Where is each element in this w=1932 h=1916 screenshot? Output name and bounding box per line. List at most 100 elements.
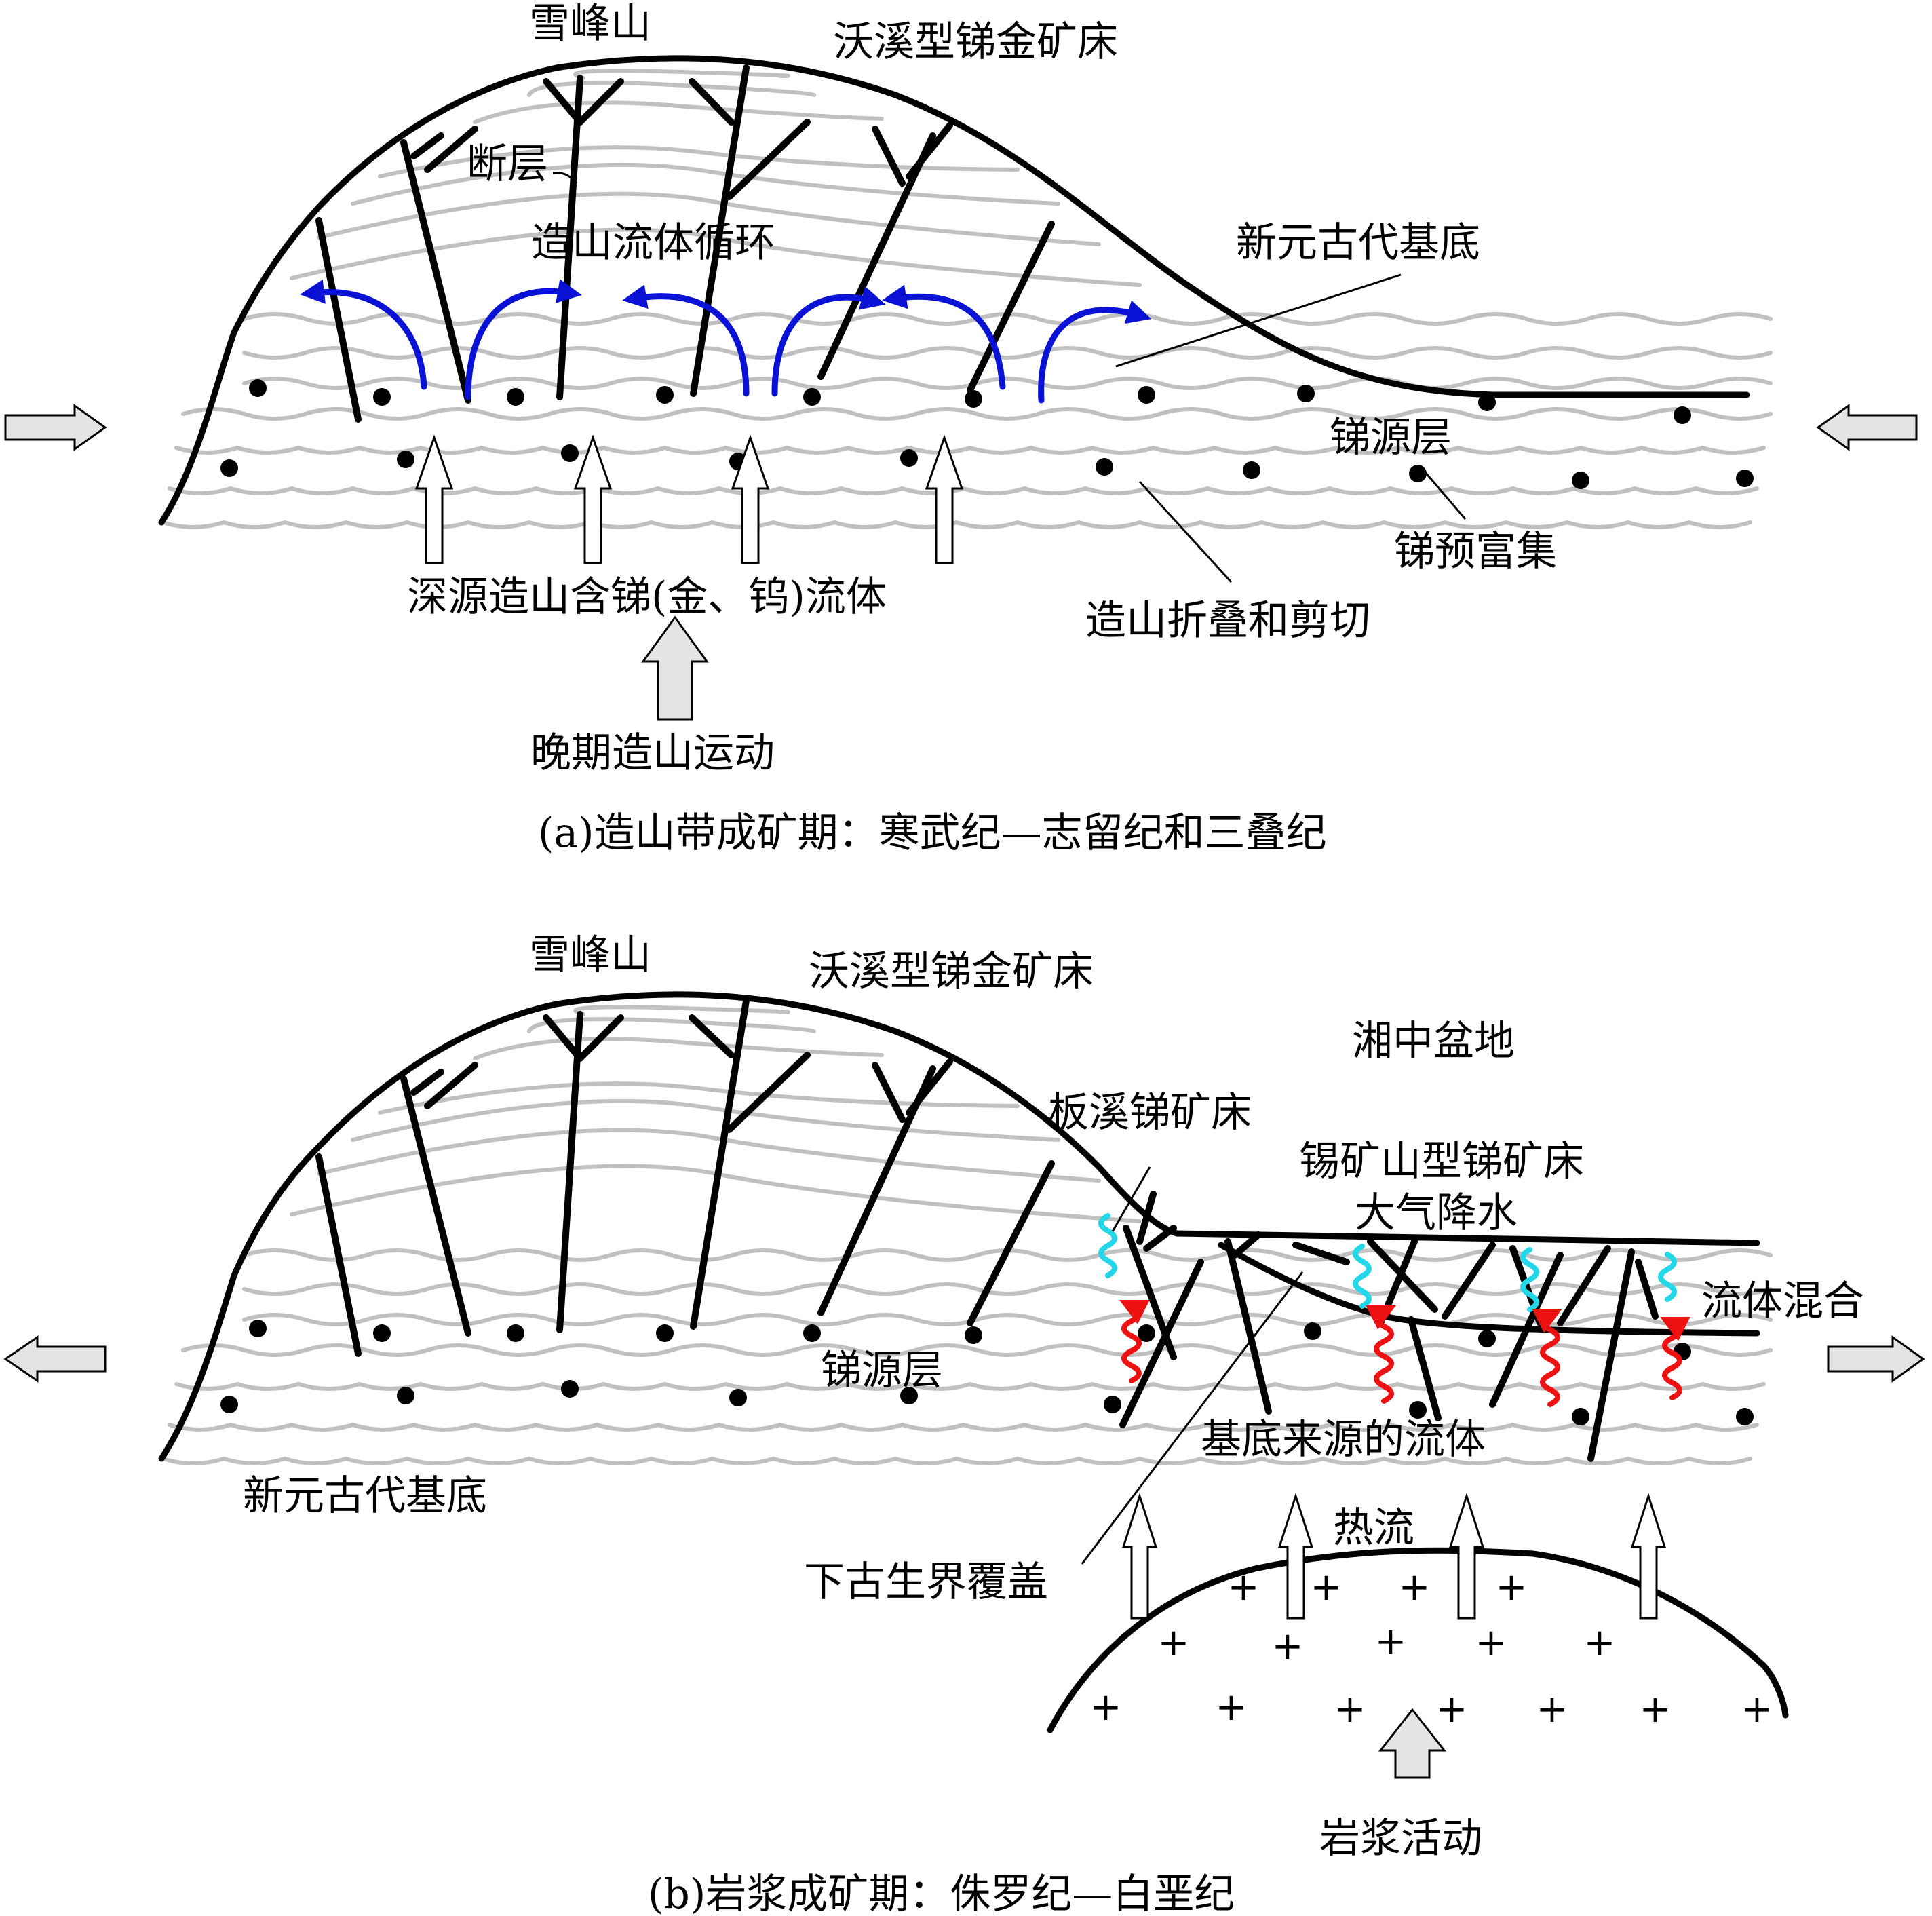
stratum-line [317, 1128, 1101, 1183]
stratum-line [573, 69, 790, 80]
enrichment-dot [1572, 472, 1589, 489]
stratum-line [181, 407, 1773, 421]
enrichment-dot [1478, 1330, 1496, 1347]
antimony-dots-a [220, 379, 1754, 489]
enrichment-dot [1409, 465, 1427, 482]
meteoric-water-squiggle [1098, 1213, 1117, 1278]
enrichment-dot [656, 1324, 674, 1342]
label-mixing-b: 流体混合 [1701, 1278, 1864, 1325]
enrichment-dot [249, 1320, 267, 1337]
mountain-outline-a [158, 55, 1750, 526]
stratum-line [527, 81, 816, 97]
label-source-bed-a: 锑源层 [1330, 414, 1452, 461]
meteoric-water-squiggle [1658, 1252, 1677, 1302]
enrichment-dot [373, 388, 391, 406]
plus-sign: + [1399, 1565, 1431, 1609]
label-basement-fluid-b: 基底来源的流体 [1201, 1416, 1486, 1463]
label-basement-a: 新元古代基底 [1236, 219, 1480, 267]
stratum-line [161, 520, 1752, 529]
enrichment-dot [373, 1324, 391, 1342]
label-late-orogeny-a: 晚期造山运动 [530, 729, 775, 777]
antimony-dots-b [220, 1320, 1754, 1425]
faults-a [315, 64, 1055, 423]
label-cover-b: 下古生界覆盖 [804, 1558, 1048, 1606]
caption-a: (a)造山带成矿期：寒武纪—志留纪和三叠纪 [538, 809, 1327, 857]
enrichment-dot [220, 1396, 238, 1413]
stratum-line [242, 377, 1773, 390]
plus-sign: + [1272, 1624, 1304, 1668]
stratum-line [473, 100, 884, 124]
basement-fluid-squiggle [1119, 1300, 1150, 1383]
label-heat-flow-b: 热流 [1333, 1504, 1414, 1552]
basement-fluid-squiggles [1119, 1300, 1690, 1407]
stratum-line [242, 1313, 1773, 1326]
compression-arrow-right-a [1816, 404, 1918, 451]
plus-sign: + [1584, 1621, 1616, 1665]
label-meteoric-b: 大气降水 [1355, 1189, 1518, 1237]
enrichment-dot [507, 388, 524, 406]
enrichment-dot [1297, 385, 1315, 402]
plus-sign: + [1216, 1685, 1248, 1729]
caption-b: (b)岩浆成矿期：侏罗纪—白垩纪 [648, 1871, 1235, 1916]
enrichment-dot [656, 386, 674, 404]
plus-sign: + [1375, 1620, 1407, 1664]
plus-sign: + [1228, 1565, 1260, 1609]
stratum-line [181, 1343, 1773, 1357]
label-folding-a: 造山折叠和剪切 [1085, 597, 1370, 645]
plus-sign: + [1496, 1565, 1528, 1609]
enrichment-dot [561, 1380, 579, 1398]
label-mountain-b: 雪峰山 [529, 932, 651, 979]
plus-sign: + [1090, 1685, 1122, 1729]
panel-b: ++++++++++++++++ 雪峰山 沃溪型锑金矿床 湘中盆地 板溪锑矿床 … [3, 932, 1925, 1916]
enrichment-dot [1138, 386, 1155, 404]
magma-plus-signs: ++++++++++++++++ [1090, 1565, 1773, 1731]
stratum-line [317, 191, 1101, 246]
meteoric-water-squiggles [1098, 1213, 1677, 1312]
plus-sign: + [1158, 1621, 1190, 1665]
enrichment-dot [1243, 461, 1260, 479]
label-banxi-b: 板溪锑矿床 [1048, 1089, 1252, 1136]
enrichment-dot [900, 1387, 918, 1404]
enrichment-dot [803, 388, 821, 406]
enrichment-dot [1096, 458, 1113, 476]
enrichment-dot [397, 451, 414, 468]
enrichment-dot [900, 449, 918, 467]
meteoric-water-squiggle [1353, 1244, 1372, 1309]
basin-base-b [1218, 1242, 1760, 1337]
compression-arrow-left-a [4, 404, 107, 451]
plus-sign: + [1741, 1687, 1773, 1731]
label-mountain-a: 雪峰山 [529, 0, 651, 47]
faults-b [315, 997, 1659, 1462]
enrichment-dot [729, 1389, 747, 1406]
enrichment-dot [965, 1326, 982, 1344]
stratum-line [168, 486, 1759, 495]
plus-sign: + [1436, 1687, 1468, 1731]
label-fault-a: 断层 [467, 140, 548, 188]
enrichment-dot [1304, 1322, 1321, 1340]
enrichment-dot [1138, 1324, 1155, 1342]
circulation-arrows-a [300, 279, 1152, 404]
enrichment-dot [220, 459, 238, 477]
enrichment-dot [249, 379, 267, 397]
stratum-line [242, 346, 1773, 360]
leaders-b [1081, 1166, 1304, 1565]
stratum-line [351, 1098, 1060, 1142]
label-deep-fluid-a: 深源造山含锑(金、钨)流体 [407, 573, 887, 621]
label-deposit-b: 沃溪型锑金矿床 [809, 948, 1094, 995]
basement-fluid-squiggle [1660, 1317, 1690, 1400]
enrichment-dot [965, 390, 982, 408]
enrichment-dot [803, 1324, 821, 1342]
label-deposit-a: 沃溪型锑金矿床 [833, 18, 1118, 66]
extension-arrow-right-b [1827, 1335, 1925, 1383]
enrichment-dot [561, 444, 579, 462]
stratum-line [573, 1005, 790, 1016]
plus-sign: + [1640, 1687, 1672, 1731]
label-magmatism-b: 岩浆活动 [1319, 1815, 1482, 1862]
meteoric-water-squiggle [1520, 1247, 1539, 1312]
enrichment-dot [507, 1324, 524, 1342]
stratum-line [351, 162, 1060, 206]
stratum-line [161, 1456, 1752, 1465]
deep-fluid-arrows-a [414, 434, 964, 564]
stratum-line [168, 1422, 1759, 1432]
